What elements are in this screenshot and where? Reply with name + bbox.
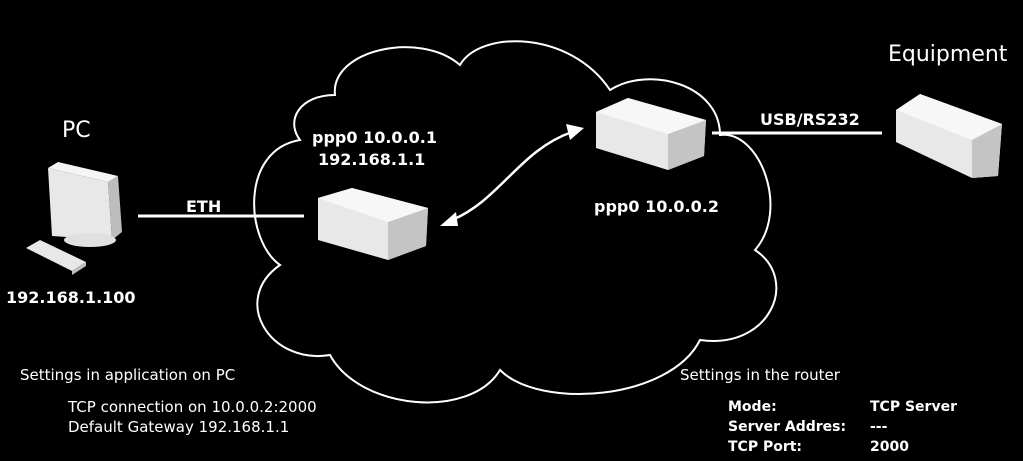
equipment-icon	[896, 94, 1002, 178]
keyboard-icon	[26, 240, 86, 275]
pc-ip-label: 192.168.1.100	[6, 288, 136, 307]
router-left-ppp-label: ppp0 10.0.0.1	[312, 128, 437, 147]
arrowhead-right	[566, 124, 584, 140]
router-icon	[596, 98, 706, 170]
pc-settings-line: TCP connection on 10.0.0.2:2000	[68, 398, 317, 416]
monitor-icon	[48, 162, 122, 247]
usb-label: USB/RS232	[760, 110, 860, 129]
router-settings-heading: Settings in the router	[680, 366, 840, 384]
arrowhead-left	[440, 212, 458, 226]
pc-title: PC	[62, 118, 91, 143]
ppp-connection-arrow	[451, 130, 573, 222]
eth-label: ETH	[186, 197, 222, 216]
equipment-title: Equipment	[888, 42, 1008, 67]
router-setting-value: 2000	[870, 439, 909, 455]
router-left-ip-label: 192.168.1.1	[318, 150, 426, 169]
router-setting-key: TCP Port:	[728, 439, 803, 455]
pc-settings-heading: Settings in application on PC	[20, 366, 236, 384]
router-right-ppp-label: ppp0 10.0.0.2	[594, 197, 719, 216]
router-setting-value: ---	[870, 419, 888, 435]
router-setting-key: Server Addres:	[728, 419, 847, 435]
router-setting-value: TCP Server	[870, 399, 957, 415]
router-setting-key: Mode:	[728, 399, 777, 415]
pc-settings-line: Default Gateway 192.168.1.1	[68, 418, 290, 436]
router-icon	[318, 188, 428, 260]
